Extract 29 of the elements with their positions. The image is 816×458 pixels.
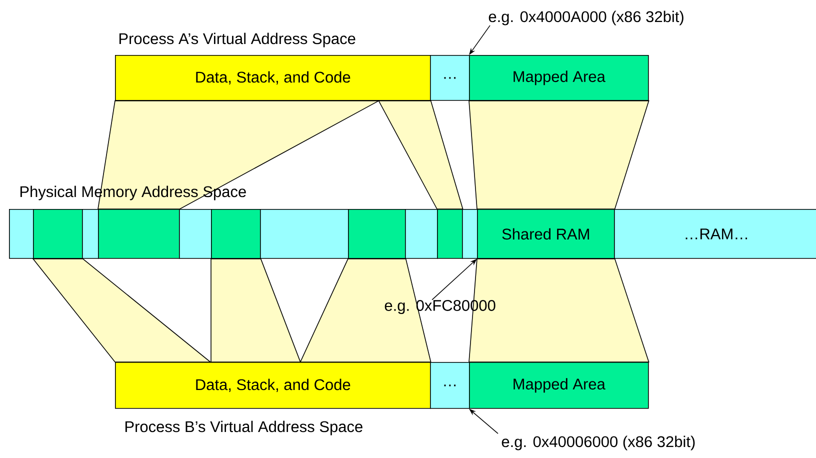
section-label: Process B’s Virtual Address Space xyxy=(125,420,362,436)
memory-segment xyxy=(260,209,349,259)
mapping-band xyxy=(378,100,464,210)
memory-block: … xyxy=(430,362,470,409)
memory-segment xyxy=(82,209,99,259)
section-label: Process A’s Virtual Address Space xyxy=(119,32,356,48)
memory-segment xyxy=(179,209,212,259)
memory-segment xyxy=(462,209,478,259)
memory-segment xyxy=(405,209,438,259)
memory-block: … xyxy=(430,55,470,101)
address-note: e.g. 0x4000A000 (x86 32bit) xyxy=(488,10,684,26)
address-note: e.g. 0x40006000 (x86 32bit) xyxy=(502,436,695,450)
memory-segment: …RAM… xyxy=(614,209,816,259)
mapping-band xyxy=(468,258,650,362)
memory-block: Data, Stack, and Code xyxy=(115,55,431,101)
mapping-band xyxy=(210,258,301,362)
mapping-band xyxy=(98,100,380,210)
memory-segment: Shared RAM xyxy=(477,209,615,259)
memory-segment xyxy=(348,209,406,259)
memory-segment xyxy=(33,209,83,259)
mapping-band xyxy=(300,258,432,362)
memory-segment xyxy=(437,209,463,259)
memory-block: Mapped Area xyxy=(469,55,649,101)
memory-segment xyxy=(98,209,180,259)
mapping-band xyxy=(468,100,650,210)
memory-block: Mapped Area xyxy=(469,362,649,409)
memory-segment xyxy=(9,209,34,259)
memory-block: Data, Stack, and Code xyxy=(115,362,431,409)
memory-segment xyxy=(211,209,261,259)
